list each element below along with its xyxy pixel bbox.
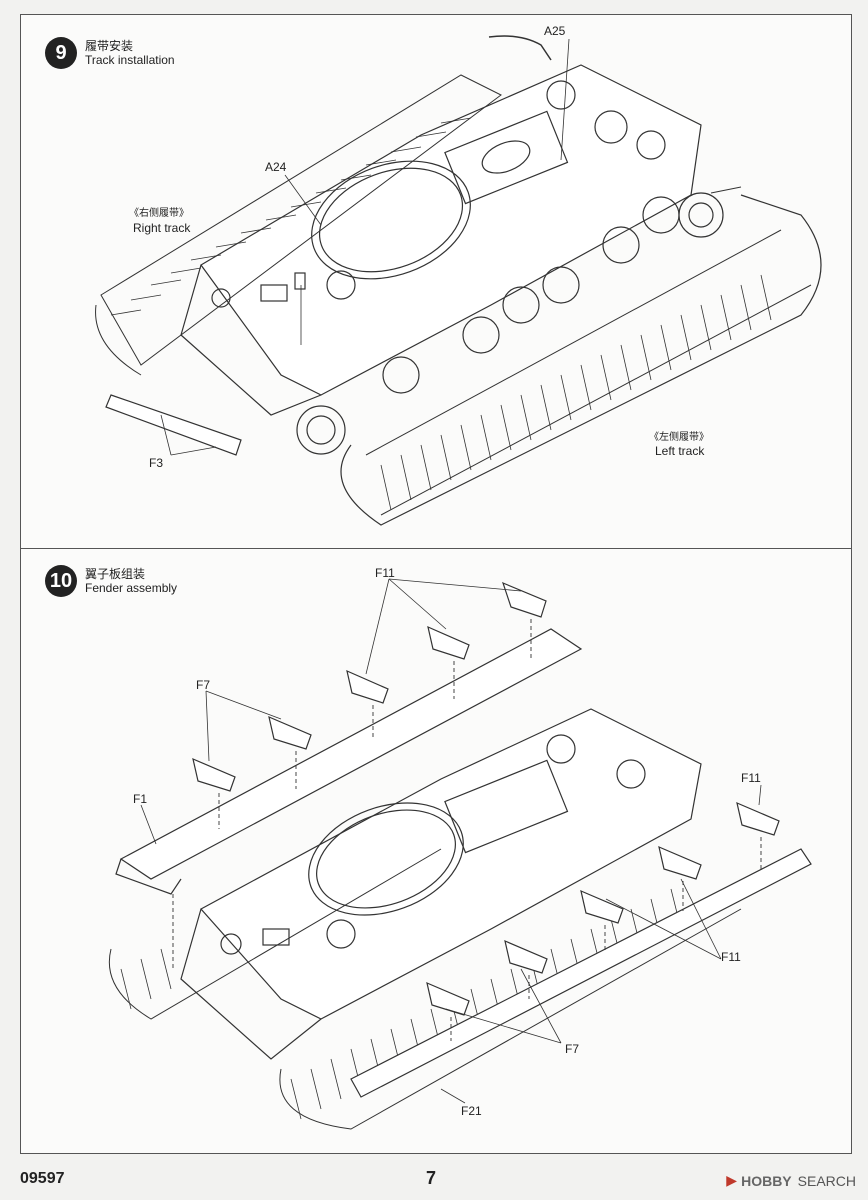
step-9-number: 9 [45,37,77,69]
hobby-search-logo: ▶ HOBBY SEARCH [726,1172,856,1189]
callout-left-track-zh: 《左侧履带》 [649,430,709,443]
step-9-title-zh: 履带安装 [85,39,134,53]
callout-f7-bottom: F7 [565,1042,579,1056]
step-10-number: 10 [45,565,77,597]
callout-f21: F21 [461,1104,482,1118]
callout-f3: F3 [149,456,163,470]
logo-search-text: SEARCH [797,1172,856,1189]
step-9-header: 9 履带安装 Track installation [45,37,175,69]
fender-assembly-drawing: F11 F7 F1 F11 F11 F7 F21 [108,566,812,1130]
hobby-search-logo-icon: ▶ [726,1172,738,1188]
callout-right-track-en: Right track [133,221,191,235]
callout-f7-left: F7 [196,678,210,692]
logo-hobby-text: HOBBY [741,1172,792,1189]
callout-f11-mid: F11 [721,950,741,964]
callout-a24: A24 [265,160,287,174]
callout-right-track-zh: 《右侧履带》 [129,206,189,219]
callout-f11-top: F11 [375,566,395,580]
step-9-panel: 9 履带安装 Track installation [20,14,852,550]
step-10-header: 10 翼子板组装 Fender assembly [45,565,177,597]
callout-f11-right: F11 [741,771,761,785]
step-10-title-en: Fender assembly [85,581,178,595]
page-number: 7 [426,1168,437,1188]
step-9-title-en: Track installation [85,53,175,67]
callout-a25: A25 [544,24,566,38]
step-10-title-zh: 翼子板组装 [85,567,146,581]
track-installation-drawing: A25 A24 《右侧履带》 Right track 《左侧履带》 Left t… [95,24,822,526]
kit-number: 09597 [20,1170,65,1187]
callout-f1: F1 [133,792,147,806]
step-10-panel: 10 翼子板组装 Fender assembly [20,548,852,1154]
callout-left-track-en: Left track [655,444,705,458]
